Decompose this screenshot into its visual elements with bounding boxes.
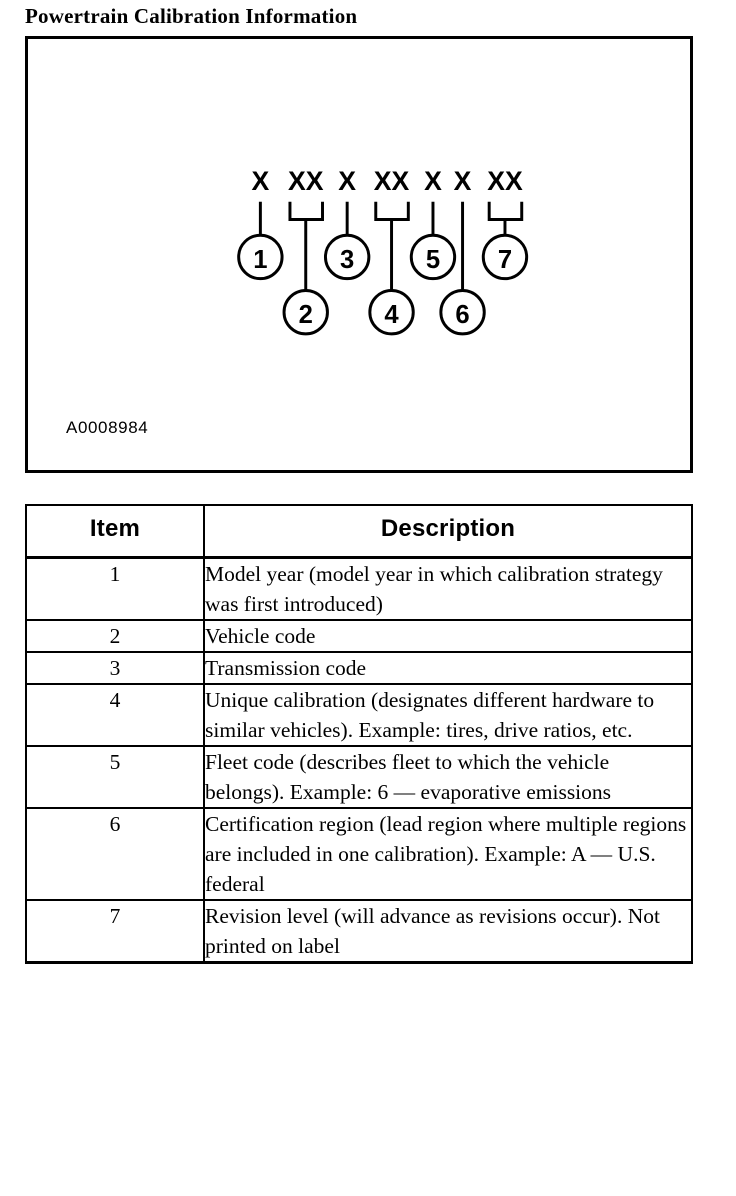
cell-item-description: Vehicle code [203, 619, 693, 653]
callout-label-1: 1 [253, 246, 267, 274]
column-header-item: Item [25, 504, 205, 559]
leader-bracket-4 [374, 201, 410, 221]
code-character-row: X XX X XX X X XX [251, 166, 522, 196]
calibration-items-table: Item Description 1 Model year (model yea… [25, 504, 693, 964]
code-group-7: XX [487, 166, 523, 196]
code-group-6: X [454, 166, 472, 196]
calibration-code-diagram: X XX X XX X X XX [237, 166, 529, 336]
column-header-description: Description [203, 504, 693, 559]
table-row: 3 Transmission code [25, 651, 693, 685]
callout-2: 2 [282, 289, 329, 336]
table-row: 4 Unique calibration (designates differe… [25, 683, 693, 747]
code-group-4: XX [374, 166, 410, 196]
table-header-row: Item Description [25, 504, 693, 559]
callout-7: 7 [481, 233, 529, 281]
table-row: 1 Model year (model year in which calibr… [25, 556, 693, 621]
callout-label-7: 7 [498, 246, 512, 274]
callout-label-2: 2 [299, 301, 313, 329]
cell-item-number: 2 [25, 619, 205, 653]
cell-item-number: 7 [25, 899, 205, 964]
callout-label-6: 6 [455, 301, 469, 329]
figure-reference-code: A0008984 [66, 418, 149, 437]
table-row: 7 Revision level (will advance as revisi… [25, 899, 693, 964]
callout-label-5: 5 [426, 246, 440, 274]
callout-1: 1 [237, 233, 284, 281]
callout-row-upper: 1 3 5 7 [237, 233, 529, 281]
table-row: 6 Certification region (lead region wher… [25, 807, 693, 901]
page-title: Powertrain Calibration Information [25, 4, 358, 28]
callout-label-4: 4 [384, 301, 399, 329]
callout-3: 3 [323, 233, 371, 281]
cell-item-description: Certification region (lead region where … [203, 807, 693, 901]
cell-item-number: 3 [25, 651, 205, 685]
table-row: 2 Vehicle code [25, 619, 693, 653]
cell-item-number: 1 [25, 556, 205, 621]
callout-row-lower: 2 4 6 [282, 289, 486, 336]
cell-item-description: Revision level (will advance as revision… [203, 899, 693, 964]
leader-bracket-2 [288, 201, 324, 221]
code-group-2: XX [288, 166, 324, 196]
cell-item-number: 6 [25, 807, 205, 901]
table-body: 1 Model year (model year in which calibr… [25, 556, 693, 964]
cell-item-description: Transmission code [203, 651, 693, 685]
table-row: 5 Fleet code (describes fleet to which t… [25, 745, 693, 809]
code-group-3: X [338, 166, 356, 196]
figure-panel: X XX X XX X X XX [25, 36, 693, 473]
cell-item-description: Unique calibration (designates different… [203, 683, 693, 747]
callout-label-3: 3 [340, 246, 354, 274]
cell-item-description: Model year (model year in which calibrat… [203, 556, 693, 621]
code-group-1: X [251, 166, 269, 196]
callout-6: 6 [439, 289, 486, 336]
callout-4: 4 [368, 289, 415, 336]
cell-item-number: 5 [25, 745, 205, 809]
cell-item-number: 4 [25, 683, 205, 747]
leader-bracket-7 [487, 201, 524, 221]
code-group-5: X [424, 166, 442, 196]
cell-item-description: Fleet code (describes fleet to which the… [203, 745, 693, 809]
callout-5: 5 [409, 233, 457, 281]
